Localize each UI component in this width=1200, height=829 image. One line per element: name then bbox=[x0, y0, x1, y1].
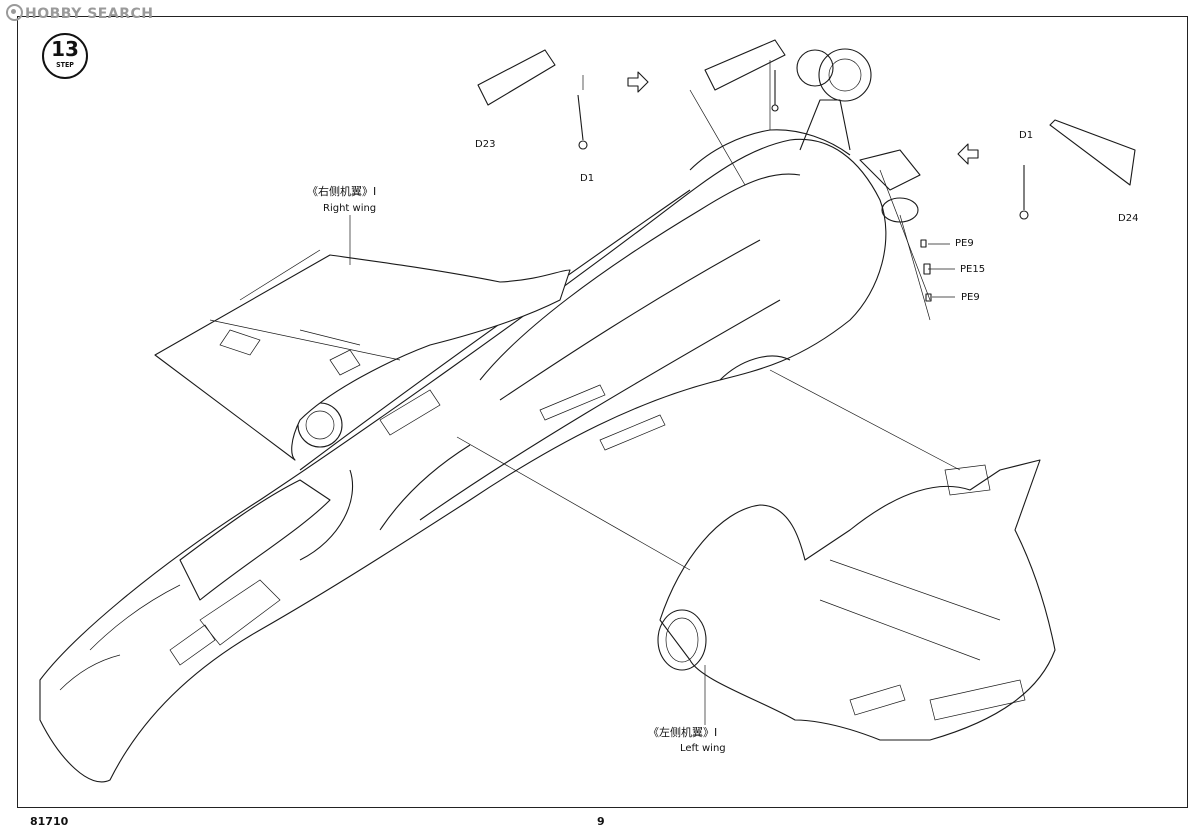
left-wing-callout-en: Left wing bbox=[680, 743, 726, 754]
part-label-pe9-bottom: PE9 bbox=[961, 292, 980, 303]
part-label-d23: D23 bbox=[475, 139, 496, 150]
pe9-bottom-part bbox=[925, 293, 932, 302]
watermark-text: HOBBY SEARCH bbox=[25, 6, 154, 22]
part-label-d24: D24 bbox=[1118, 213, 1139, 224]
step-number: 13 bbox=[51, 37, 79, 61]
part-label-pe15: PE15 bbox=[960, 264, 986, 275]
part-label-pe9-top: PE9 bbox=[955, 238, 974, 249]
part-label-d1-left: D1 bbox=[580, 173, 595, 184]
leader-lines bbox=[349, 60, 961, 725]
left-wing bbox=[657, 459, 1056, 741]
step-badge: 13 STEP bbox=[42, 33, 88, 79]
page-border bbox=[17, 16, 1188, 808]
hobby-search-logo-icon bbox=[6, 4, 23, 21]
right-wing-callout-cn: 《右侧机翼》I bbox=[307, 185, 377, 198]
watermark: HOBBY SEARCH bbox=[6, 4, 153, 22]
fuselage bbox=[39, 138, 887, 783]
left-wing-callout-cn: 《左侧机翼》I bbox=[648, 726, 718, 739]
arrow-left-icon bbox=[957, 143, 979, 165]
gear-door-middle bbox=[704, 39, 786, 112]
right-wing-callout-en: Right wing bbox=[323, 203, 377, 214]
kit-number: 81710 bbox=[30, 815, 69, 828]
right-wing bbox=[154, 249, 571, 461]
page-number: 9 bbox=[597, 815, 605, 828]
part-label-d1-right: D1 bbox=[1019, 130, 1034, 141]
step-label: STEP bbox=[56, 61, 74, 69]
gear-door-d24 bbox=[1019, 119, 1136, 220]
gear-door-d23 bbox=[477, 49, 588, 150]
arrow-right-icon bbox=[627, 71, 649, 93]
pe9-top-part bbox=[920, 239, 927, 248]
